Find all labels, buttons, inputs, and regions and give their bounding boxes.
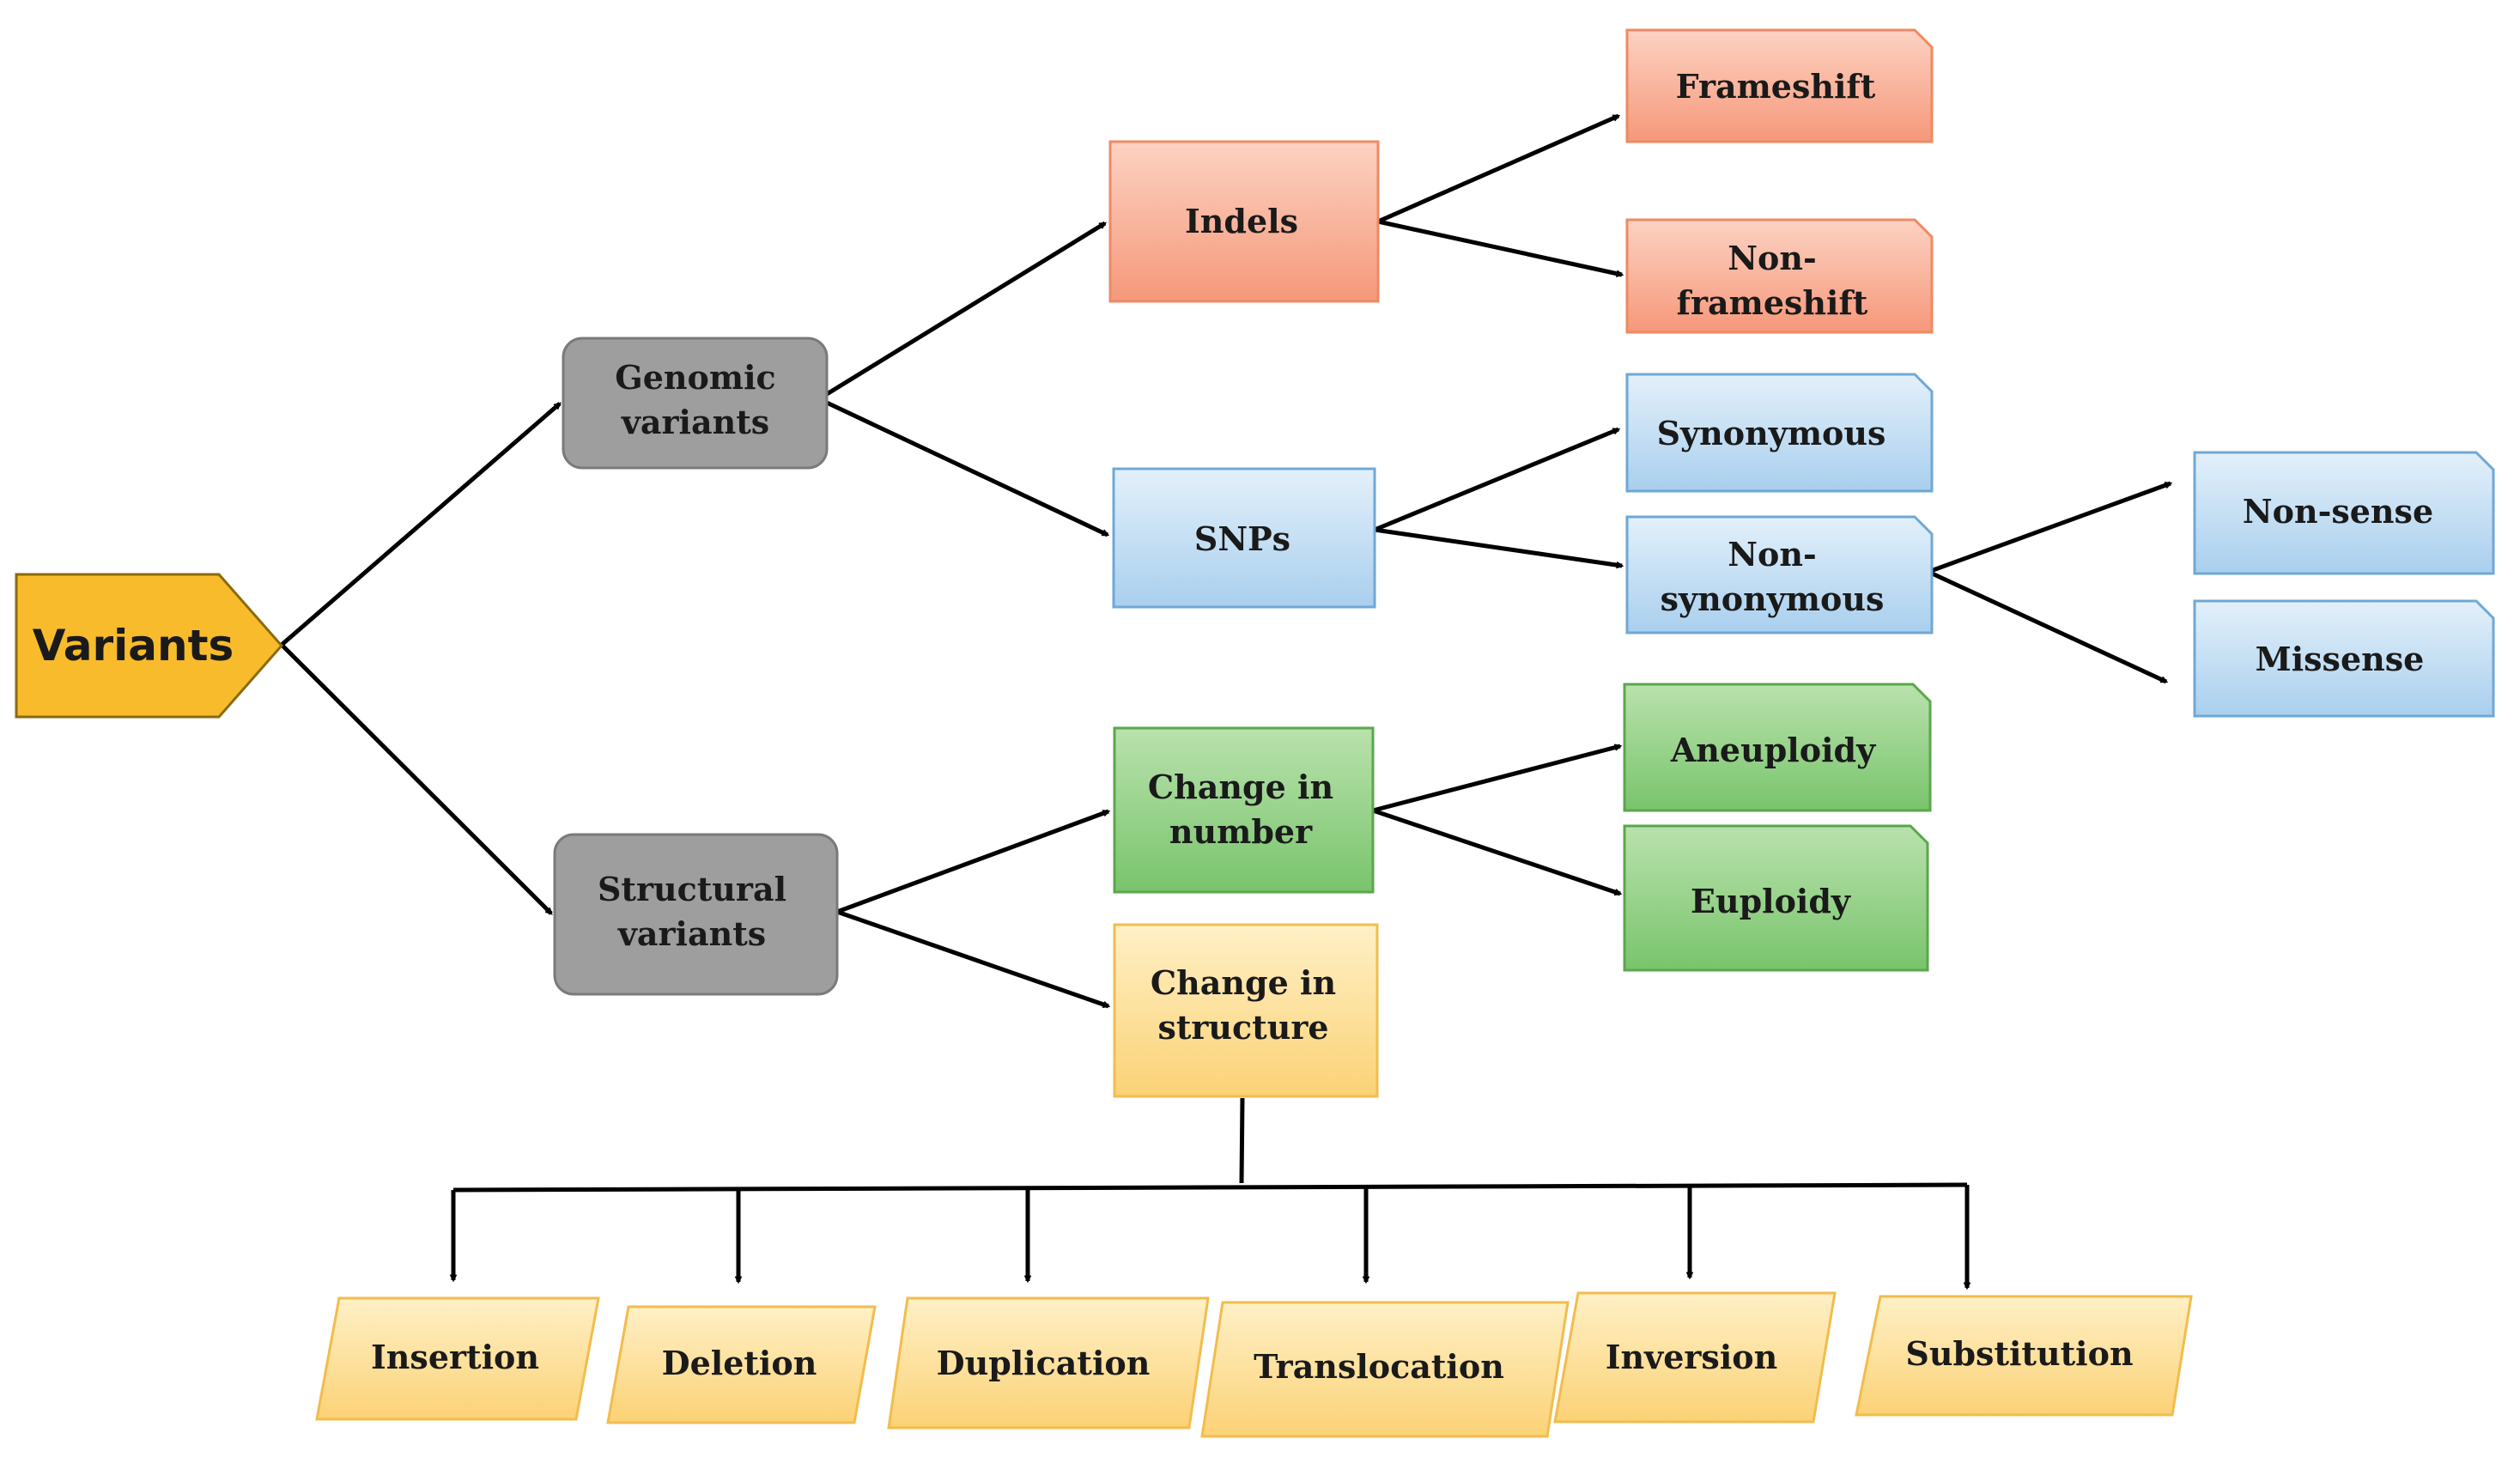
edge-changenumber-euploidy (1372, 808, 1623, 896)
node-substitution: Substitution (1855, 1295, 2193, 1417)
node-euploidy-label: Euploidy (1691, 882, 1851, 920)
node-structural-line1: Structural (598, 870, 786, 908)
edge-bus-horizontal (452, 1182, 1968, 1193)
node-aneuploidy-label: Aneuploidy (1670, 731, 1876, 769)
node-non-sense: Non-sense (2193, 451, 2495, 575)
node-aneuploidy: Aneuploidy (1623, 683, 1932, 812)
node-non-frameshift-line2: frameshift (1677, 283, 1868, 322)
edge-changenumber-aneuploidy (1372, 744, 1623, 813)
node-genomic-variants: Genomic variants (562, 337, 829, 470)
node-change-structure-line1: Change in (1151, 963, 1336, 1002)
edge-indels-nonframeshift (1377, 219, 1624, 277)
node-non-sense-label: Non-sense (2243, 492, 2433, 531)
node-indels: Indels (1108, 140, 1380, 303)
node-genomic-line2: variants (621, 403, 769, 441)
node-indels-label: Indels (1185, 202, 1298, 240)
node-genomic-line1: Genomic (615, 358, 775, 397)
edge-indels-frameshift (1376, 113, 1621, 224)
node-substitution-label: Substitution (1905, 1334, 2133, 1373)
edge-structural-changenumber (836, 809, 1111, 914)
node-deletion: Deletion (606, 1305, 877, 1424)
edge-snps-synonymous (1374, 427, 1621, 532)
node-non-frameshift-line1: Non- (1728, 239, 1816, 277)
node-euploidy: Euploidy (1623, 824, 1929, 972)
node-variants-label: Variants (33, 621, 234, 671)
node-change-in-structure: Change in structure (1113, 923, 1379, 1098)
node-non-synonymous-line1: Non- (1728, 535, 1816, 574)
node-translocation-label: Translocation (1254, 1347, 1504, 1386)
node-duplication: Duplication (887, 1296, 1210, 1430)
node-snps-label: SNPs (1194, 519, 1290, 558)
edge-snps-nonsynonymous (1374, 527, 1624, 569)
edge-variants-structural (280, 643, 553, 915)
edge-genomic-indels (825, 221, 1108, 397)
node-change-number-line1: Change in (1148, 768, 1333, 806)
node-inversion: Inversion (1553, 1291, 1837, 1424)
node-insertion-label: Insertion (371, 1338, 539, 1376)
node-non-synonymous-line2: synonymous (1661, 580, 1885, 618)
node-inversion-label: Inversion (1606, 1338, 1777, 1376)
node-duplication-label: Duplication (937, 1344, 1151, 1382)
node-deletion-label: Deletion (662, 1344, 817, 1382)
edge-nonsynonymous-nonsense (1928, 481, 2173, 574)
node-synonymous-label: Synonymous (1657, 414, 1886, 452)
edge-structural-changestructure (836, 909, 1111, 1009)
node-missense: Missense (2193, 599, 2495, 718)
node-structural-line2: variants (617, 914, 766, 953)
node-non-frameshift: Non- frameshift (1625, 218, 1934, 334)
node-variants: Variants (15, 573, 283, 719)
edge-genomic-snps (825, 400, 1110, 537)
node-change-structure-line2: structure (1157, 1008, 1328, 1047)
edge-nonsynonymous-missense (1927, 569, 2169, 684)
node-snps: SNPs (1112, 467, 1376, 609)
edge-variants-genomic (280, 402, 562, 647)
connectors (280, 113, 2173, 1290)
node-change-number-line2: number (1169, 812, 1313, 851)
node-insertion: Insertion (315, 1296, 600, 1421)
node-synonymous: Synonymous (1625, 373, 1934, 493)
node-non-synonymous: Non- synonymous (1625, 515, 1934, 634)
node-frameshift: Frameshift (1625, 28, 1934, 143)
node-change-in-number: Change in number (1113, 726, 1375, 894)
node-translocation: Translocation (1200, 1301, 1570, 1438)
node-frameshift-label: Frameshift (1676, 67, 1876, 106)
node-missense-label: Missense (2256, 640, 2425, 678)
node-structural-variants: Structural variants (553, 833, 839, 996)
